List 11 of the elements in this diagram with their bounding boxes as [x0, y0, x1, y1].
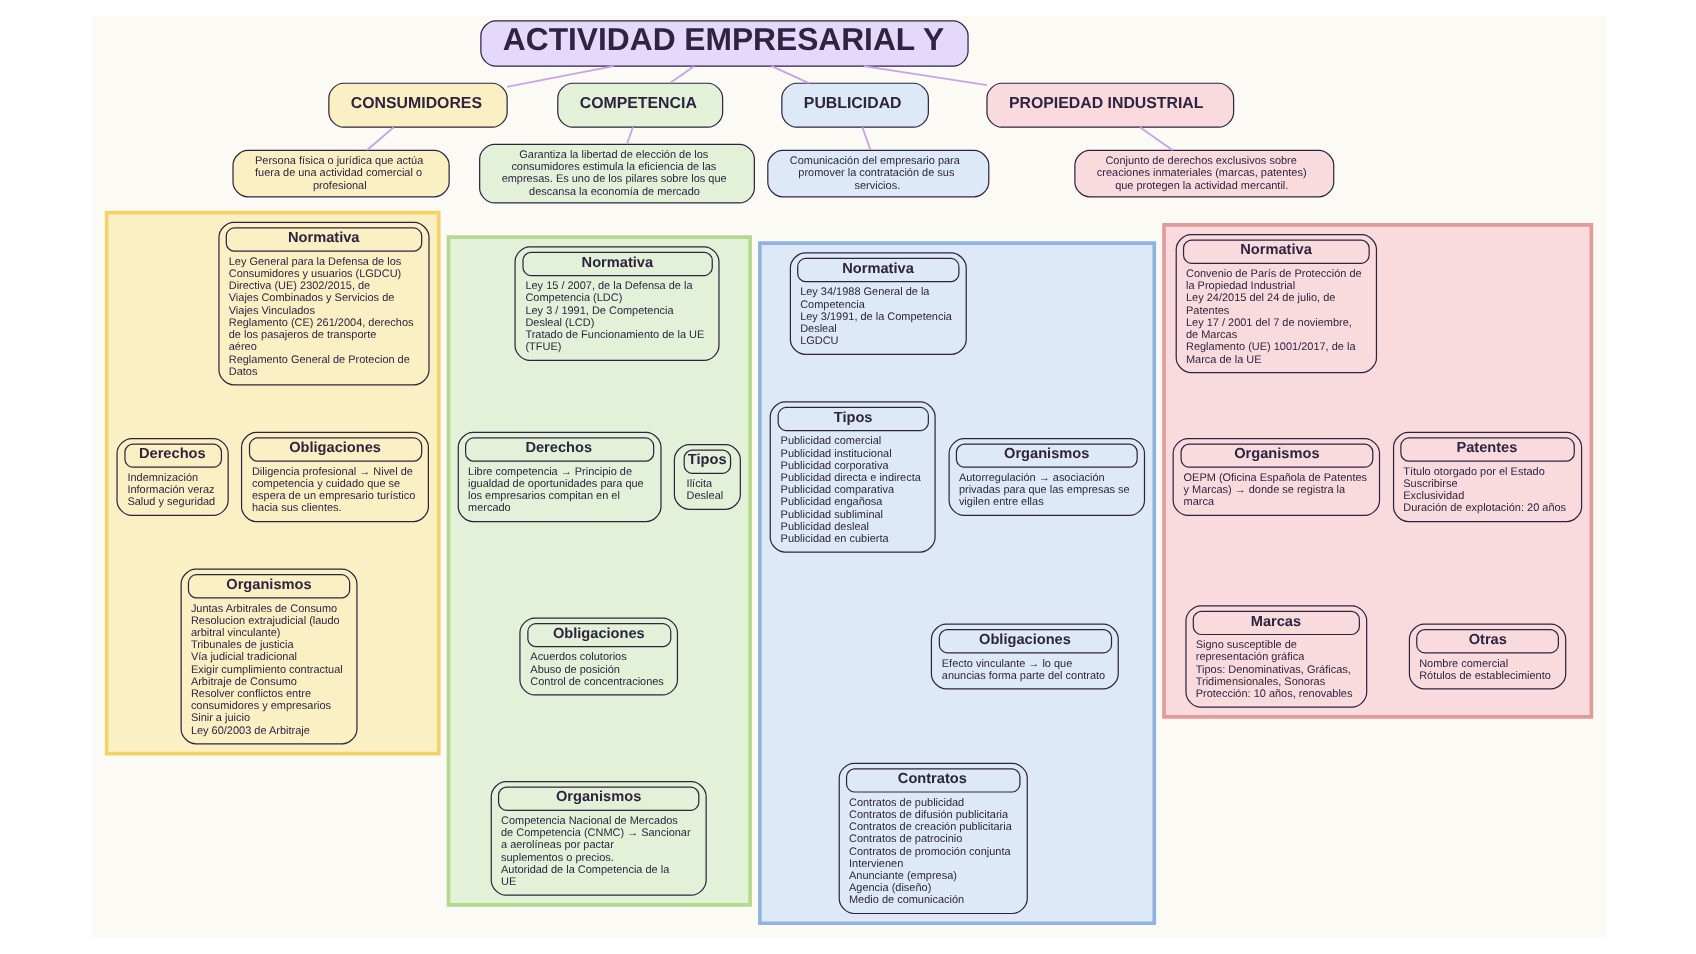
- connector: [365, 126, 394, 151]
- cluster: [445, 235, 751, 907]
- cluster: [757, 241, 1156, 926]
- connector: [1138, 126, 1173, 152]
- connector: [625, 126, 633, 145]
- node-box: ACTIVIDAD EMPRESARIAL Y: [479, 20, 968, 67]
- connector: [769, 65, 809, 84]
- cluster: [1161, 223, 1593, 719]
- cluster: [103, 210, 440, 756]
- connector: [860, 126, 871, 151]
- connector: [668, 65, 694, 84]
